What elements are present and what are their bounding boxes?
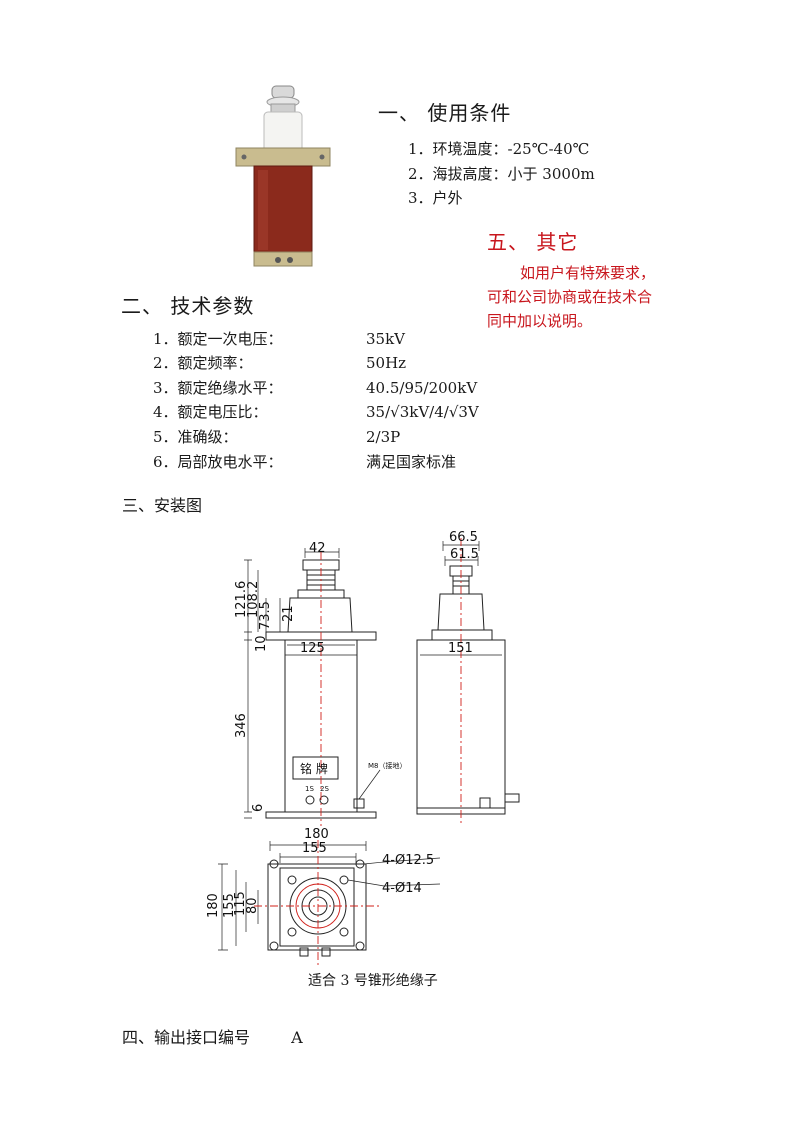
nameplate-label: 铭 牌 xyxy=(300,761,328,776)
dim-body-width: 125 xyxy=(300,641,325,656)
param-label: 1．额定一次电压： xyxy=(153,330,283,348)
param-value: 35/√3kV/4/√3V xyxy=(366,403,479,421)
condition-item: 2．海拔高度：小于 3000m xyxy=(408,165,595,183)
dim-body-height: 346 xyxy=(234,713,249,738)
dim-hole1: 4-Ø12.5 xyxy=(382,853,434,868)
param-value: 40.5/95/200kV xyxy=(366,379,478,397)
output-heading-label: 四、输出接口编号 xyxy=(122,1028,251,1047)
section-heading-output: 四、输出接口编号 A xyxy=(122,1024,303,1048)
dim-plan-h2: 155 xyxy=(222,893,237,918)
param-value: 35kV xyxy=(366,330,406,348)
other-text-line: 同中加以说明。 xyxy=(487,312,593,330)
dim-plan-w1: 180 xyxy=(304,827,329,842)
section-heading-tech-params: 二、 技术参数 xyxy=(121,294,255,318)
param-row: 3．额定绝缘水平： 40.5/95/200kV xyxy=(153,376,477,400)
dim-bottom: 6 xyxy=(251,804,266,812)
param-label: 4．额定电压比： xyxy=(153,403,268,421)
param-label: 5．准确级： xyxy=(153,428,238,446)
installation-drawing: 42 125 66.5 61.5 151 180 155 4-Ø12.5 4-Ø… xyxy=(206,530,520,968)
param-value: 满足国家标准 xyxy=(366,453,457,471)
other-text-line: 可和公司协商或在技术合 xyxy=(487,288,653,306)
dim-top-width: 42 xyxy=(309,541,326,556)
other-text-line: 如用户有特殊要求， xyxy=(520,264,656,282)
dim-plan-w2: 155 xyxy=(302,841,327,856)
section-heading-installation: 三、安装图 xyxy=(122,496,203,515)
ground-note: M8（接地） xyxy=(368,761,407,770)
dim-h4: 21 xyxy=(281,605,296,622)
drawing-caption: 适合 3 号锥形绝缘子 xyxy=(308,973,438,989)
dim-h2: 108.2 xyxy=(246,581,261,618)
terminal-label: 2S xyxy=(320,785,329,793)
section-heading-other: 五、 其它 xyxy=(487,230,579,254)
condition-item: 1．环境温度：-25℃-40℃ xyxy=(408,140,590,158)
dim-side-inner: 61.5 xyxy=(450,547,479,562)
param-label: 6．局部放电水平： xyxy=(153,453,283,471)
output-code: A xyxy=(291,1028,303,1047)
dim-side-body: 151 xyxy=(448,641,473,656)
param-row: 2．额定频率： 50Hz xyxy=(153,351,406,375)
dim-plan-h1: 180 xyxy=(206,893,221,918)
dim-plan-h4: 80 xyxy=(245,897,260,914)
dim-side-outer: 66.5 xyxy=(449,530,478,545)
param-label: 2．额定频率： xyxy=(153,354,253,372)
param-row: 5．准确级： 2/3P xyxy=(153,425,400,449)
param-row: 4．额定电压比： 35/√3kV/4/√3V xyxy=(153,400,479,424)
param-label: 3．额定绝缘水平： xyxy=(153,379,283,397)
section-heading-conditions: 一、 使用条件 xyxy=(378,101,512,125)
dim-plan-h3: 115 xyxy=(233,891,248,916)
param-value: 2/3P xyxy=(366,428,401,446)
dim-hole2: 4-Ø14 xyxy=(382,881,422,896)
param-row: 6．局部放电水平： 满足国家标准 xyxy=(153,450,456,474)
condition-item: 3．户外 xyxy=(408,189,463,207)
terminal-label: 1S xyxy=(305,785,314,793)
product-photo xyxy=(228,80,338,280)
param-row: 1．额定一次电压： 35kV xyxy=(153,327,405,351)
dim-base-thk: 10 xyxy=(254,635,269,652)
dim-h3: 73.5 xyxy=(258,601,273,630)
dim-h1: 121.6 xyxy=(234,581,249,618)
param-value: 50Hz xyxy=(366,354,407,372)
